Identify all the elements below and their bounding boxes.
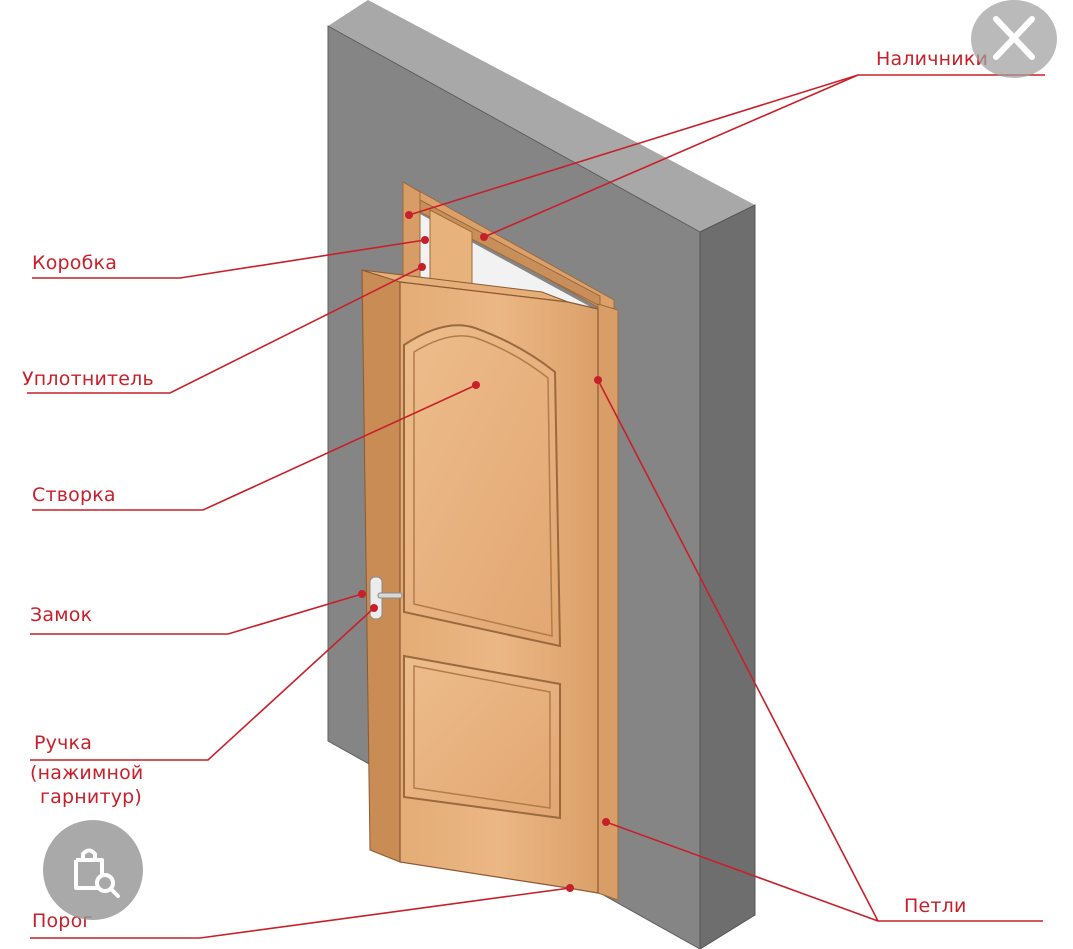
casing-right — [597, 303, 619, 901]
annotation-lines — [27, 74, 1045, 939]
dot-nalichnik-top — [480, 233, 488, 241]
leader-stvorka — [32, 384, 477, 511]
door-handle-lever — [377, 592, 403, 599]
leader-zamok — [30, 593, 363, 635]
dot-stvorka — [472, 381, 480, 389]
leader-uplotnitel — [27, 266, 423, 394]
label-petli: Петли — [904, 895, 967, 917]
visual-search-icon — [74, 848, 120, 898]
door-leaf — [361, 269, 599, 894]
dot-korobka — [421, 236, 429, 244]
close-button[interactable] — [971, 0, 1057, 78]
dot-porog — [566, 884, 574, 892]
label-stvorka: Створка — [32, 484, 116, 506]
wall-top — [328, 0, 755, 232]
visual-search-button[interactable] — [43, 820, 143, 920]
annotation-dots — [358, 211, 610, 892]
dot-uplotnitel — [418, 263, 426, 271]
close-icon — [993, 16, 1035, 60]
label-zamok: Замок — [30, 604, 93, 626]
label-ruchka-line3: гарнитур) — [40, 786, 143, 808]
label-nalichniki: Наличники — [876, 48, 989, 70]
door-lower-panel-inner — [413, 665, 551, 809]
leader-korobka — [32, 239, 426, 279]
label-korobka: Коробка — [32, 252, 118, 274]
leader-porog — [30, 887, 571, 939]
leader-ruchka — [30, 607, 375, 761]
label-ruchka-line1: Ручка — [34, 732, 93, 754]
dot-petlya-top — [594, 376, 602, 384]
door-upper-panel — [403, 324, 562, 648]
leader-petli-2 — [605, 821, 879, 922]
dot-ruchka — [370, 604, 378, 612]
dot-petlya-bottom — [602, 818, 610, 826]
leader-nalichniki-2 — [483, 74, 859, 238]
dot-zamok — [358, 590, 366, 598]
dot-nalichnik-left — [405, 211, 413, 219]
door-leaf-edge — [361, 269, 401, 863]
door-lower-panel — [403, 654, 561, 820]
door-upper-panel-inner — [413, 335, 553, 637]
wall-side — [699, 204, 756, 949]
label-uplotnitel: Уплотнитель — [22, 368, 154, 390]
label-ruchka-line2: (нажимной — [30, 762, 144, 784]
